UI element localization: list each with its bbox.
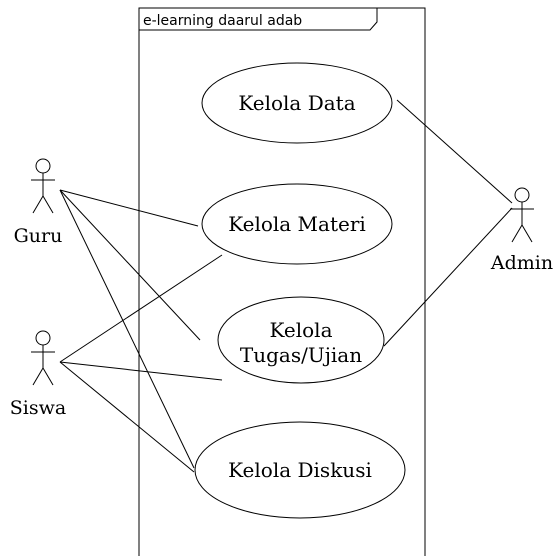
system-boundary: e-learning daarul adab	[138, 7, 426, 556]
use-case-label: Kelola Diskusi	[228, 458, 372, 482]
actor-label: Guru	[14, 225, 63, 247]
stick-figure-icon	[31, 158, 55, 214]
system-title: e-learning daarul adab	[143, 13, 302, 29]
association-guru-kelola-tugas	[59, 189, 201, 341]
use-case-kelola-materi[interactable]: Kelola Materi	[201, 183, 393, 265]
association-siswa-kelola-diskusi	[59, 361, 195, 473]
actor-guru[interactable]: Guru	[14, 158, 63, 247]
stick-figure-icon	[510, 187, 534, 243]
association-guru-kelola-diskusi	[59, 189, 195, 469]
use-case-label-line2: Tugas/Ujian	[240, 343, 362, 367]
stick-figure-icon	[31, 330, 55, 386]
actor-label: Admin	[490, 252, 553, 274]
use-case-label: Kelola Materi	[228, 212, 366, 236]
use-case-label: Kelola Data	[238, 91, 355, 115]
use-case-label-line1: Kelola	[270, 318, 333, 342]
association-admin-kelola-data	[396, 99, 513, 204]
association-siswa-kelola-materi	[59, 254, 223, 363]
use-case-kelola-tugas-ujian[interactable]: Kelola Tugas/Ujian	[217, 296, 385, 384]
use-case-kelola-data[interactable]: Kelola Data	[201, 62, 393, 144]
association-guru-kelola-materi	[59, 189, 199, 227]
association-lines	[59, 99, 513, 473]
actor-siswa[interactable]: Siswa	[10, 330, 66, 419]
actor-label: Siswa	[10, 397, 66, 419]
use-case-kelola-diskusi[interactable]: Kelola Diskusi	[194, 421, 406, 519]
actor-admin[interactable]: Admin	[490, 187, 553, 274]
association-admin-kelola-tugas	[383, 207, 513, 347]
association-siswa-kelola-tugas	[59, 361, 223, 381]
